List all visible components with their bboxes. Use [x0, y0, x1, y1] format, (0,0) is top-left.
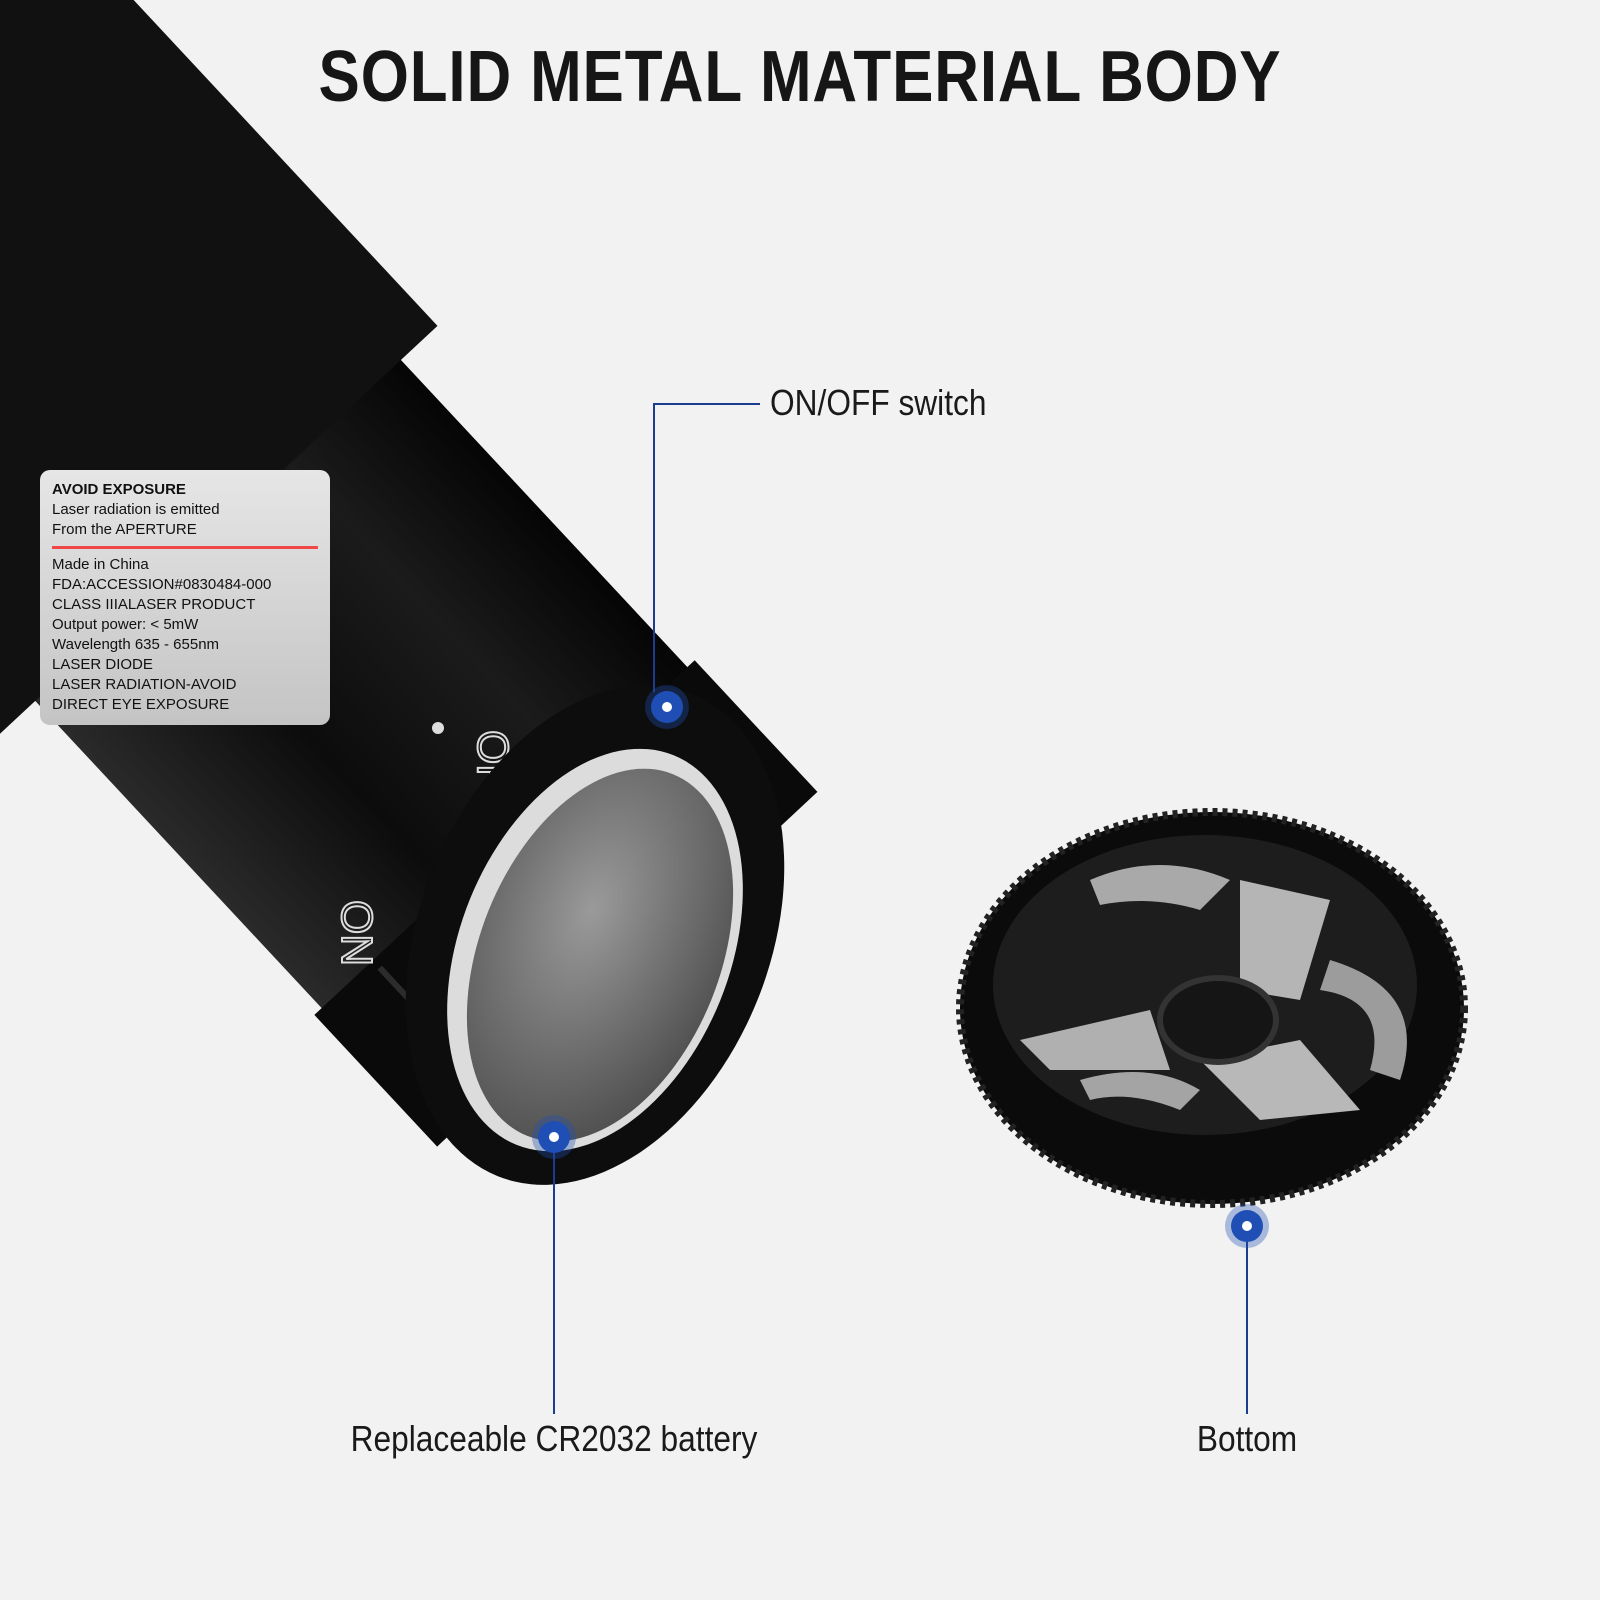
- marker-bottom: [1225, 1204, 1269, 1248]
- callout-battery: Replaceable CR2032 battery: [350, 1418, 758, 1459]
- callout-bottom: Bottom: [1196, 1418, 1298, 1459]
- label-text: Wavelength 635 - 655nm: [52, 636, 220, 653]
- label-text: DIRECT EYE EXPOSURE: [52, 696, 230, 713]
- label-text: Laser radiation is emitted: [52, 501, 220, 518]
- label-text: CLASS IIIALASER PRODUCT: [52, 596, 256, 613]
- label-text: FDA:ACCESSION#0830484-000: [52, 576, 272, 593]
- label-text: Output power: < 5mW: [52, 616, 199, 633]
- callout-lines: [553, 403, 1248, 1414]
- callout-switch: ON/OFF switch: [770, 382, 987, 423]
- cr2032-battery: [466, 768, 734, 1142]
- bottom-cap: [956, 808, 1468, 1208]
- warning-label: AVOID EXPOSURE Laser radiation is emitte…: [40, 470, 330, 725]
- label-text: From the APERTURE: [52, 521, 197, 538]
- page-title: SOLID METAL MATERIAL BODY: [318, 37, 1282, 117]
- label-text: LASER DIODE: [52, 656, 153, 673]
- marker-switch: [645, 685, 689, 729]
- label-text: AVOID EXPOSURE: [52, 481, 186, 498]
- marker-battery: [532, 1115, 576, 1159]
- laser-beam-graphic: [52, 546, 318, 549]
- label-text: LASER RADIATION-AVOID: [52, 676, 237, 693]
- label-text: Made in China: [52, 556, 149, 573]
- on-marking: ON: [332, 900, 381, 966]
